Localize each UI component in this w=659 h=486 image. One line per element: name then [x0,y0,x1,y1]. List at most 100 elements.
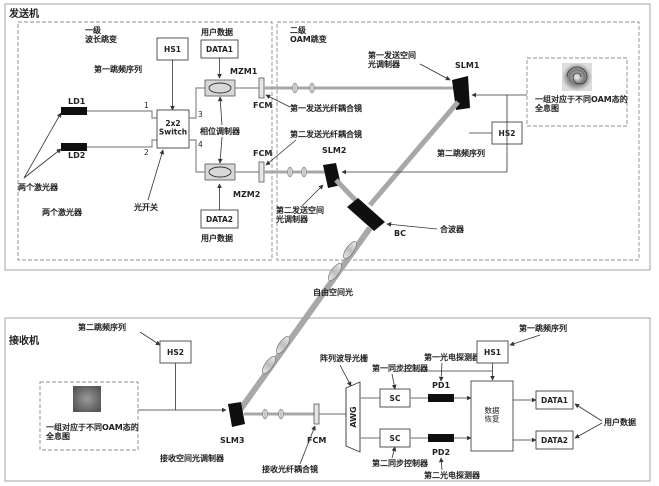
rx-hs2-label: 第二跳频序列 [78,322,126,332]
fiber-ld2-switch [87,139,157,148]
port-1: 1 [144,101,149,110]
ld2-label: LD2 [68,151,85,160]
stage2-region [276,21,640,261]
pd2-label: 第二光电探测器 [424,470,481,480]
tx-fcm1 [258,77,265,99]
mzm2-label: MZM2 [233,190,260,199]
ld2 [61,143,87,151]
lasers-label-2: 两个激光器 [42,207,83,217]
slm1-text: SLM1 [455,61,480,70]
tx-fcm1-text: FCM [253,101,272,110]
pd2-text: PD2 [432,448,450,457]
ld1 [61,107,87,115]
sync1-pointer [391,373,397,390]
port-4: 4 [198,140,203,149]
rx-hs1-label: 第一跳频序列 [519,323,567,333]
fs-lens-4 [262,356,276,374]
tx-lens-1b [309,82,315,94]
slm2-text: SLM2 [322,146,346,155]
slm1-pointer [419,63,451,81]
tx-lens-1a [292,82,298,94]
sc1-text: SC [390,394,401,403]
tx-data2-text: DATA2 [206,215,233,224]
tx-hologram-spiral [566,66,588,85]
slm3-label: 接收空间光调制器 [160,453,225,463]
mzm2-box [204,163,236,181]
rx-hologram-image [73,386,101,412]
awg-text: AWG [349,406,358,427]
tx-fcm2-text: FCM [253,149,272,158]
ld1-label: LD1 [68,97,86,106]
rx-hologram-frame [39,381,139,451]
switch-pointer [147,149,165,201]
lasers-label: 两个激光器 [18,182,59,192]
fiber-ld1-switch [87,110,157,119]
rx-data1-box [535,390,574,410]
rx-fcm-pointer [299,425,316,465]
awg [345,381,361,453]
port-3: 3 [198,110,203,119]
bc-text: BC [394,229,406,238]
recovery-text: 数据恢复 [485,405,500,424]
mzm2-arms [208,166,232,178]
switch-label: 光开关 [133,202,158,212]
fcm2-pointer [265,139,297,166]
tx-hologram-frame [526,57,628,127]
tx-hs2-label: 第二跳频序列 [437,148,485,158]
phase-mod-pointer-1 [217,96,223,126]
mzm1-arms [208,82,232,94]
tx-lens-2a [287,166,293,178]
tx-hologram-label: 一组对应于不同OAM态的全息图 [534,94,628,113]
rx-lens-b [278,408,284,420]
sync2-pointer [391,446,397,459]
rx-hs1-pointer [509,334,541,346]
awg-label: 阵列波导光栅 [320,353,368,363]
transmitter-frame [4,3,651,271]
sc2-text: SC [390,434,401,443]
bc [347,198,385,231]
rx-fcm-label: 接收光纤耦合镜 [262,464,318,474]
switch-box [156,109,190,149]
rx-user-data-label: 用户数据 [603,417,636,427]
rx-hs2-text: HS2 [167,348,184,357]
fcm1-pointer [265,94,291,108]
stage1-title: 一级波长跳变 [85,25,117,44]
tx-lens-2b [301,166,307,178]
fs-lens-2 [328,263,342,281]
slm2-label: 第二发送空间光调制器 [275,205,324,224]
tx-data1-text: DATA1 [206,45,233,54]
rx-user-data-pointer-1 [574,403,603,422]
pd2-pointer [438,457,444,471]
lasers-pointer-1 [23,112,62,179]
rx-lens-a [262,408,268,420]
tx-fcm2 [258,161,265,183]
user-data-bottom: 用户数据 [200,233,233,243]
fiber-switch-mzm2 [189,139,205,173]
rx-data2-text: DATA2 [541,436,568,445]
stage1-region [17,21,273,261]
slm3-text: SLM3 [220,436,244,445]
slm2-pointer [301,184,324,207]
rx-fcm [313,403,320,425]
user-data-top: 用户数据 [200,27,233,37]
free-space-beam [237,226,373,412]
port-2: 2 [144,148,149,157]
receiver-frame [4,317,651,482]
mzm1-box [204,79,236,97]
fiber-switch-mzm1 [189,87,205,119]
mzm1-label: MZM1 [230,67,258,76]
phase-mod-pointer-2 [217,136,223,164]
sync2-label: 第二同步控制器 [372,458,429,468]
bc-label: 合波器 [439,224,465,234]
tx-fcm1-label: 第一发送光纤耦合镜 [290,103,362,113]
beam-slm1-bc [368,100,460,207]
recovery-box [470,380,514,452]
tx-hs1-label: 第一跳频序列 [94,64,142,74]
pd1 [428,394,454,402]
fs-lens-1 [343,241,357,259]
pd1-pointer [438,362,444,382]
rx-data2-box [535,430,574,450]
slm1-label: 第一发送空间光调制器 [367,50,416,69]
transmitter-title: 发送机 [8,7,39,20]
